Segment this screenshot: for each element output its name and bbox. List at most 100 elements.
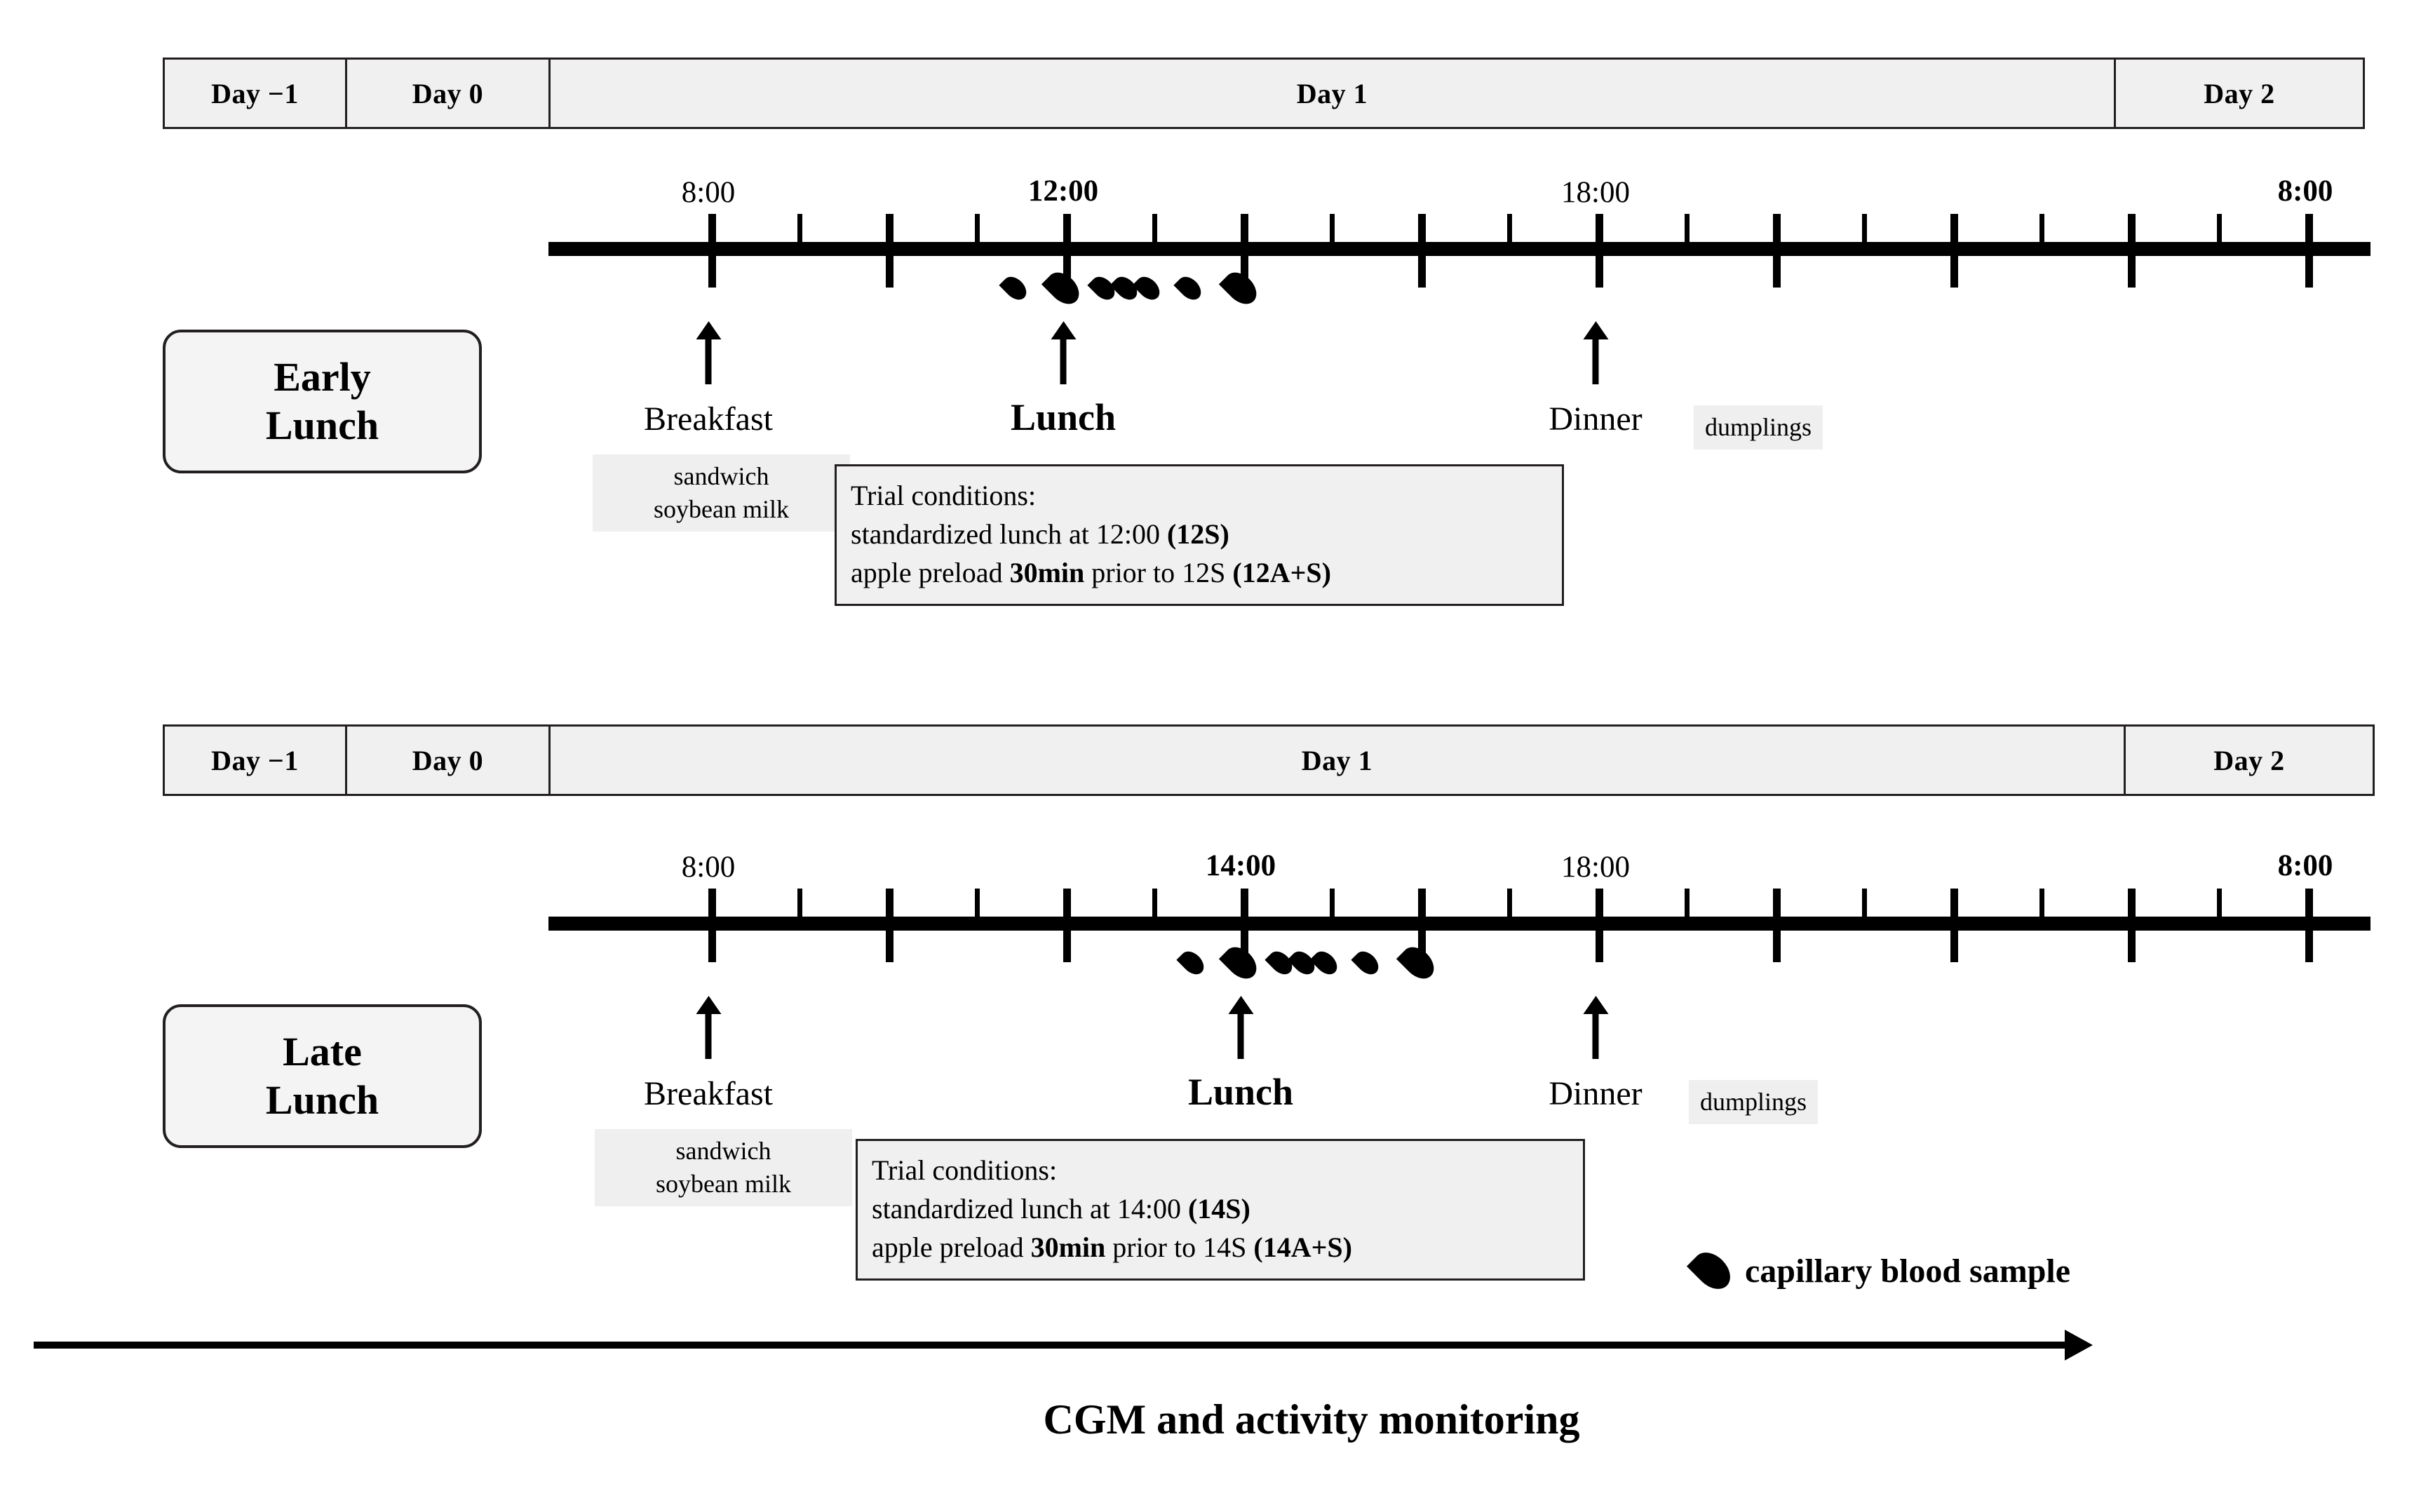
axis-tick-minor bbox=[1862, 889, 1867, 924]
group-label-late-lunch: Late Lunch bbox=[163, 1004, 482, 1148]
axis-tick-major bbox=[1418, 214, 1426, 288]
event-label-lunch: Lunch bbox=[1010, 396, 1117, 438]
axis-tick-major bbox=[1596, 214, 1603, 288]
axis-tick-minor bbox=[1507, 889, 1512, 924]
day-cell-minus1: Day −1 bbox=[165, 60, 347, 127]
day-header-bar-late: Day −1 Day 0 Day 1 Day 2 bbox=[163, 724, 2375, 796]
axis-tick-major bbox=[2128, 889, 2136, 962]
axis-tick-minor bbox=[1685, 889, 1690, 924]
trial-conditions-box-early: Trial conditions: standardized lunch at … bbox=[835, 464, 1564, 606]
axis-tick-minor bbox=[1330, 214, 1335, 249]
axis-tick-minor bbox=[1862, 214, 1867, 249]
blood-drop-icon bbox=[1686, 1245, 1738, 1297]
conditions-line2-text: standardized lunch at 14:00 bbox=[872, 1193, 1188, 1225]
conditions-code-12s: (12S) bbox=[1166, 518, 1229, 551]
axis-tick-major bbox=[1063, 889, 1071, 962]
axis-tick-major bbox=[1596, 889, 1603, 962]
conditions-code-14s: (14S) bbox=[1187, 1193, 1250, 1225]
conditions-preload-duration: 30min bbox=[1030, 1231, 1106, 1264]
blood-drop-icon bbox=[1132, 272, 1164, 304]
day-cell-0: Day 0 bbox=[347, 727, 551, 794]
axis-tick-minor bbox=[2217, 889, 2222, 924]
axis-tick-minor bbox=[975, 214, 980, 249]
axis-time-label: 8:00 bbox=[2277, 849, 2333, 882]
blood-drop-icon bbox=[1176, 947, 1208, 979]
group-label-line1: Early bbox=[274, 354, 371, 400]
group-label-line2: Lunch bbox=[265, 402, 379, 448]
group-label-line1: Late bbox=[283, 1029, 362, 1075]
legend-label: capillary blood sample bbox=[1745, 1252, 2071, 1290]
axis-tick-major bbox=[2305, 214, 2313, 288]
day-cell-1: Day 1 bbox=[551, 60, 2116, 127]
conditions-line3-text-b: prior to 14S bbox=[1105, 1231, 1254, 1264]
trial-conditions-box-late: Trial conditions: standardized lunch at … bbox=[856, 1139, 1585, 1281]
axis-tick-major bbox=[1241, 889, 1248, 962]
group-label-line2: Lunch bbox=[265, 1076, 379, 1123]
event-arrow-breakfast bbox=[705, 335, 712, 384]
conditions-line-standardized: standardized lunch at 12:00 (12S) bbox=[851, 515, 1548, 553]
day-cell-2: Day 2 bbox=[2213, 744, 2285, 776]
dinner-note-chip: dumplings bbox=[1689, 1080, 1819, 1124]
conditions-line2-text: standardized lunch at 12:00 bbox=[851, 518, 1167, 551]
blood-drop-icon bbox=[1351, 947, 1383, 979]
blood-drop-icon bbox=[1309, 947, 1342, 979]
axis-tick-major bbox=[1241, 214, 1248, 288]
axis-tick-minor bbox=[1152, 214, 1157, 249]
conditions-code-14as: (14A+S) bbox=[1253, 1231, 1352, 1264]
conditions-title: Trial conditions: bbox=[872, 1154, 1058, 1186]
axis-tick-major bbox=[1773, 889, 1781, 962]
conditions-line3-text-a: apple preload bbox=[872, 1231, 1031, 1264]
cgm-monitoring-arrow-line bbox=[34, 1342, 2066, 1349]
day-cell-minus1: Day −1 bbox=[165, 727, 347, 794]
axis-tick-minor bbox=[1152, 889, 1157, 924]
event-arrow-lunch bbox=[1060, 335, 1067, 384]
axis-tick-minor bbox=[2217, 214, 2222, 249]
timeline-axis-late bbox=[548, 917, 2371, 931]
cgm-monitoring-arrow-head bbox=[2065, 1330, 2093, 1361]
cgm-monitoring-label: CGM and activity monitoring bbox=[1043, 1396, 1580, 1443]
dinner-note-chip: dumplings bbox=[1694, 405, 1823, 450]
day-cell-0: Day 0 bbox=[347, 60, 551, 127]
day-cell-1: Day 1 bbox=[551, 727, 2126, 794]
conditions-preload-duration: 30min bbox=[1009, 557, 1085, 589]
conditions-line-preload: apple preload 30min prior to 12S (12A+S) bbox=[851, 553, 1548, 592]
day-cell-2: Day 2 bbox=[2204, 77, 2275, 109]
axis-time-label: 12:00 bbox=[1027, 175, 1099, 208]
axis-tick-major bbox=[886, 214, 893, 288]
axis-tick-major bbox=[708, 214, 716, 288]
axis-time-label: 14:00 bbox=[1205, 849, 1276, 882]
blood-drop-icon bbox=[1218, 266, 1263, 311]
day-header-bar-early: Day −1 Day 0 Day 1 Day 2 bbox=[163, 58, 2365, 129]
axis-tick-major bbox=[1418, 889, 1426, 962]
breakfast-note-chip: sandwich soybean milk bbox=[593, 454, 850, 532]
axis-tick-minor bbox=[1330, 889, 1335, 924]
conditions-line3-text-b: prior to 12S bbox=[1084, 557, 1233, 589]
axis-tick-minor bbox=[2039, 889, 2044, 924]
axis-tick-major bbox=[1950, 214, 1958, 288]
event-arrow-lunch bbox=[1237, 1010, 1244, 1059]
conditions-line-standardized: standardized lunch at 14:00 (14S) bbox=[872, 1189, 1569, 1228]
axis-time-label: 8:00 bbox=[681, 176, 736, 209]
event-label-dinner: Dinner bbox=[1549, 1075, 1643, 1112]
conditions-line3-text-a: apple preload bbox=[851, 557, 1010, 589]
event-arrow-dinner bbox=[1592, 335, 1599, 384]
axis-tick-minor bbox=[1685, 214, 1690, 249]
event-label-lunch: Lunch bbox=[1187, 1071, 1294, 1113]
blood-drop-icon bbox=[1396, 940, 1441, 985]
event-arrow-breakfast bbox=[705, 1010, 712, 1059]
axis-tick-minor bbox=[2039, 214, 2044, 249]
axis-tick-minor bbox=[797, 214, 802, 249]
event-label-dinner: Dinner bbox=[1549, 400, 1643, 438]
blood-drop-icon bbox=[1218, 940, 1263, 985]
breakfast-note-chip: sandwich soybean milk bbox=[595, 1129, 852, 1206]
conditions-title: Trial conditions: bbox=[851, 480, 1037, 511]
group-label-early-lunch: Early Lunch bbox=[163, 330, 482, 473]
axis-tick-major bbox=[2305, 889, 2313, 962]
blood-drop-icon bbox=[1173, 272, 1206, 304]
legend-capillary-blood-sample: capillary blood sample bbox=[1686, 1245, 2071, 1297]
axis-tick-major bbox=[886, 889, 893, 962]
axis-tick-major bbox=[708, 889, 716, 962]
axis-tick-minor bbox=[975, 889, 980, 924]
axis-time-label: 18:00 bbox=[1561, 851, 1630, 884]
conditions-line-preload: apple preload 30min prior to 14S (14A+S) bbox=[872, 1228, 1569, 1267]
